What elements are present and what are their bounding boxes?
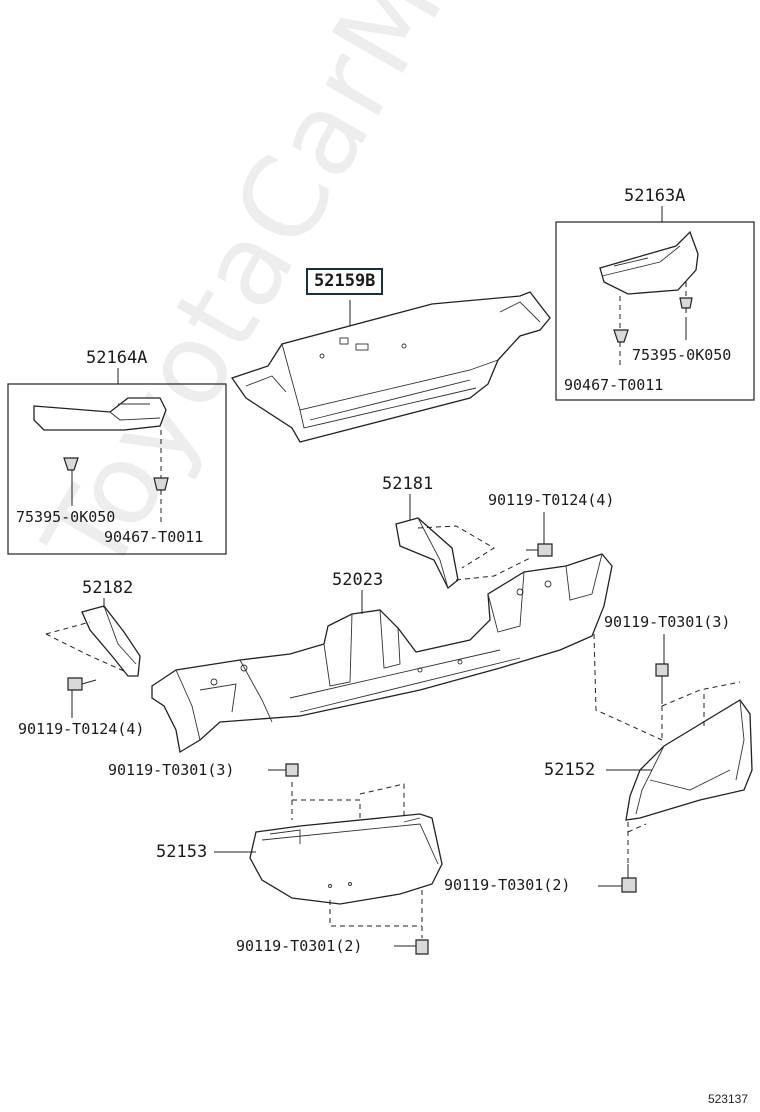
bolt-52153-top: [268, 763, 299, 777]
bracket-52181: [395, 517, 459, 590]
part-label-52153[interactable]: 52153: [156, 842, 208, 862]
bolt-52152-top: [655, 663, 669, 704]
part-label-90119-T0301-left[interactable]: 90119-T0301(3): [108, 761, 235, 779]
part-label-90119-T0124-top[interactable]: 90119-T0124(4): [488, 491, 615, 509]
bolt-52182: [67, 677, 97, 691]
part-label-52182[interactable]: 52182: [82, 578, 134, 598]
bolt-52153-bottom: [394, 939, 429, 955]
part-label-90467-left[interactable]: 90467-T0011: [104, 528, 204, 546]
part-label-75395-right[interactable]: 75395-0K050: [632, 346, 732, 364]
step-pad-left: [33, 397, 167, 431]
bumper-end-right: [625, 699, 753, 821]
part-label-52152[interactable]: 52152: [544, 760, 596, 780]
kit-box-52163A: [555, 221, 755, 401]
part-label-52163A[interactable]: 52163A: [624, 186, 686, 206]
bracket-52182: [81, 605, 141, 677]
bolt-52181: [526, 543, 553, 557]
part-label-52159B[interactable]: 52159B: [306, 268, 384, 295]
part-label-52023[interactable]: 52023: [332, 570, 384, 590]
part-label-90119-T0301-br[interactable]: 90119-T0301(2): [444, 876, 571, 894]
clip-left-b: [153, 430, 169, 526]
part-label-90119-T0124-left[interactable]: 90119-T0124(4): [18, 720, 145, 738]
part-label-90467-right[interactable]: 90467-T0011: [564, 376, 664, 394]
clip-right-lower: [613, 296, 629, 368]
rear-step-cover: [230, 291, 551, 443]
part-label-90119-T0301-bl[interactable]: 90119-T0301(2): [236, 937, 363, 955]
kit-box-52164A: [7, 383, 227, 555]
diagram-code: 523137: [707, 1092, 748, 1106]
bumper-end-left: [249, 813, 443, 905]
clip-left-a: [63, 457, 79, 506]
step-pad-right: [599, 230, 699, 295]
reinforcement-52023: [151, 553, 613, 754]
bolt-52152-bottom: [621, 864, 637, 893]
part-label-75395-left[interactable]: 75395-0K050: [16, 508, 116, 526]
clip-right-upper: [679, 282, 693, 330]
part-label-52164A[interactable]: 52164A: [86, 348, 148, 368]
part-label-90119-T0301-right[interactable]: 90119-T0301(3): [604, 613, 731, 631]
part-label-52181[interactable]: 52181: [382, 474, 434, 494]
